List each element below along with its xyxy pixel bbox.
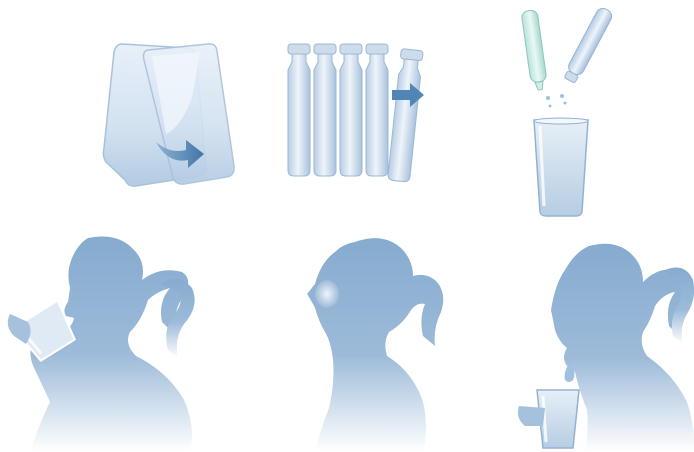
ampoule-strip-icon [282,38,442,183]
ampoules-into-glass-icon [518,6,618,220]
ampoule-green [521,10,548,91]
person-gargle-icon [295,232,465,452]
droplets [546,94,567,108]
detached-ampoule [388,49,424,183]
glass-icon [534,118,588,216]
person-spit-icon [515,240,694,452]
person-silhouette [307,238,443,452]
person-drinking-icon [0,232,200,452]
cheek-highlight [315,280,339,308]
ampoule-strip [288,44,388,176]
hand-icon [518,406,545,426]
ampoule-blue [562,6,614,84]
open-sachet-icon [100,38,240,188]
